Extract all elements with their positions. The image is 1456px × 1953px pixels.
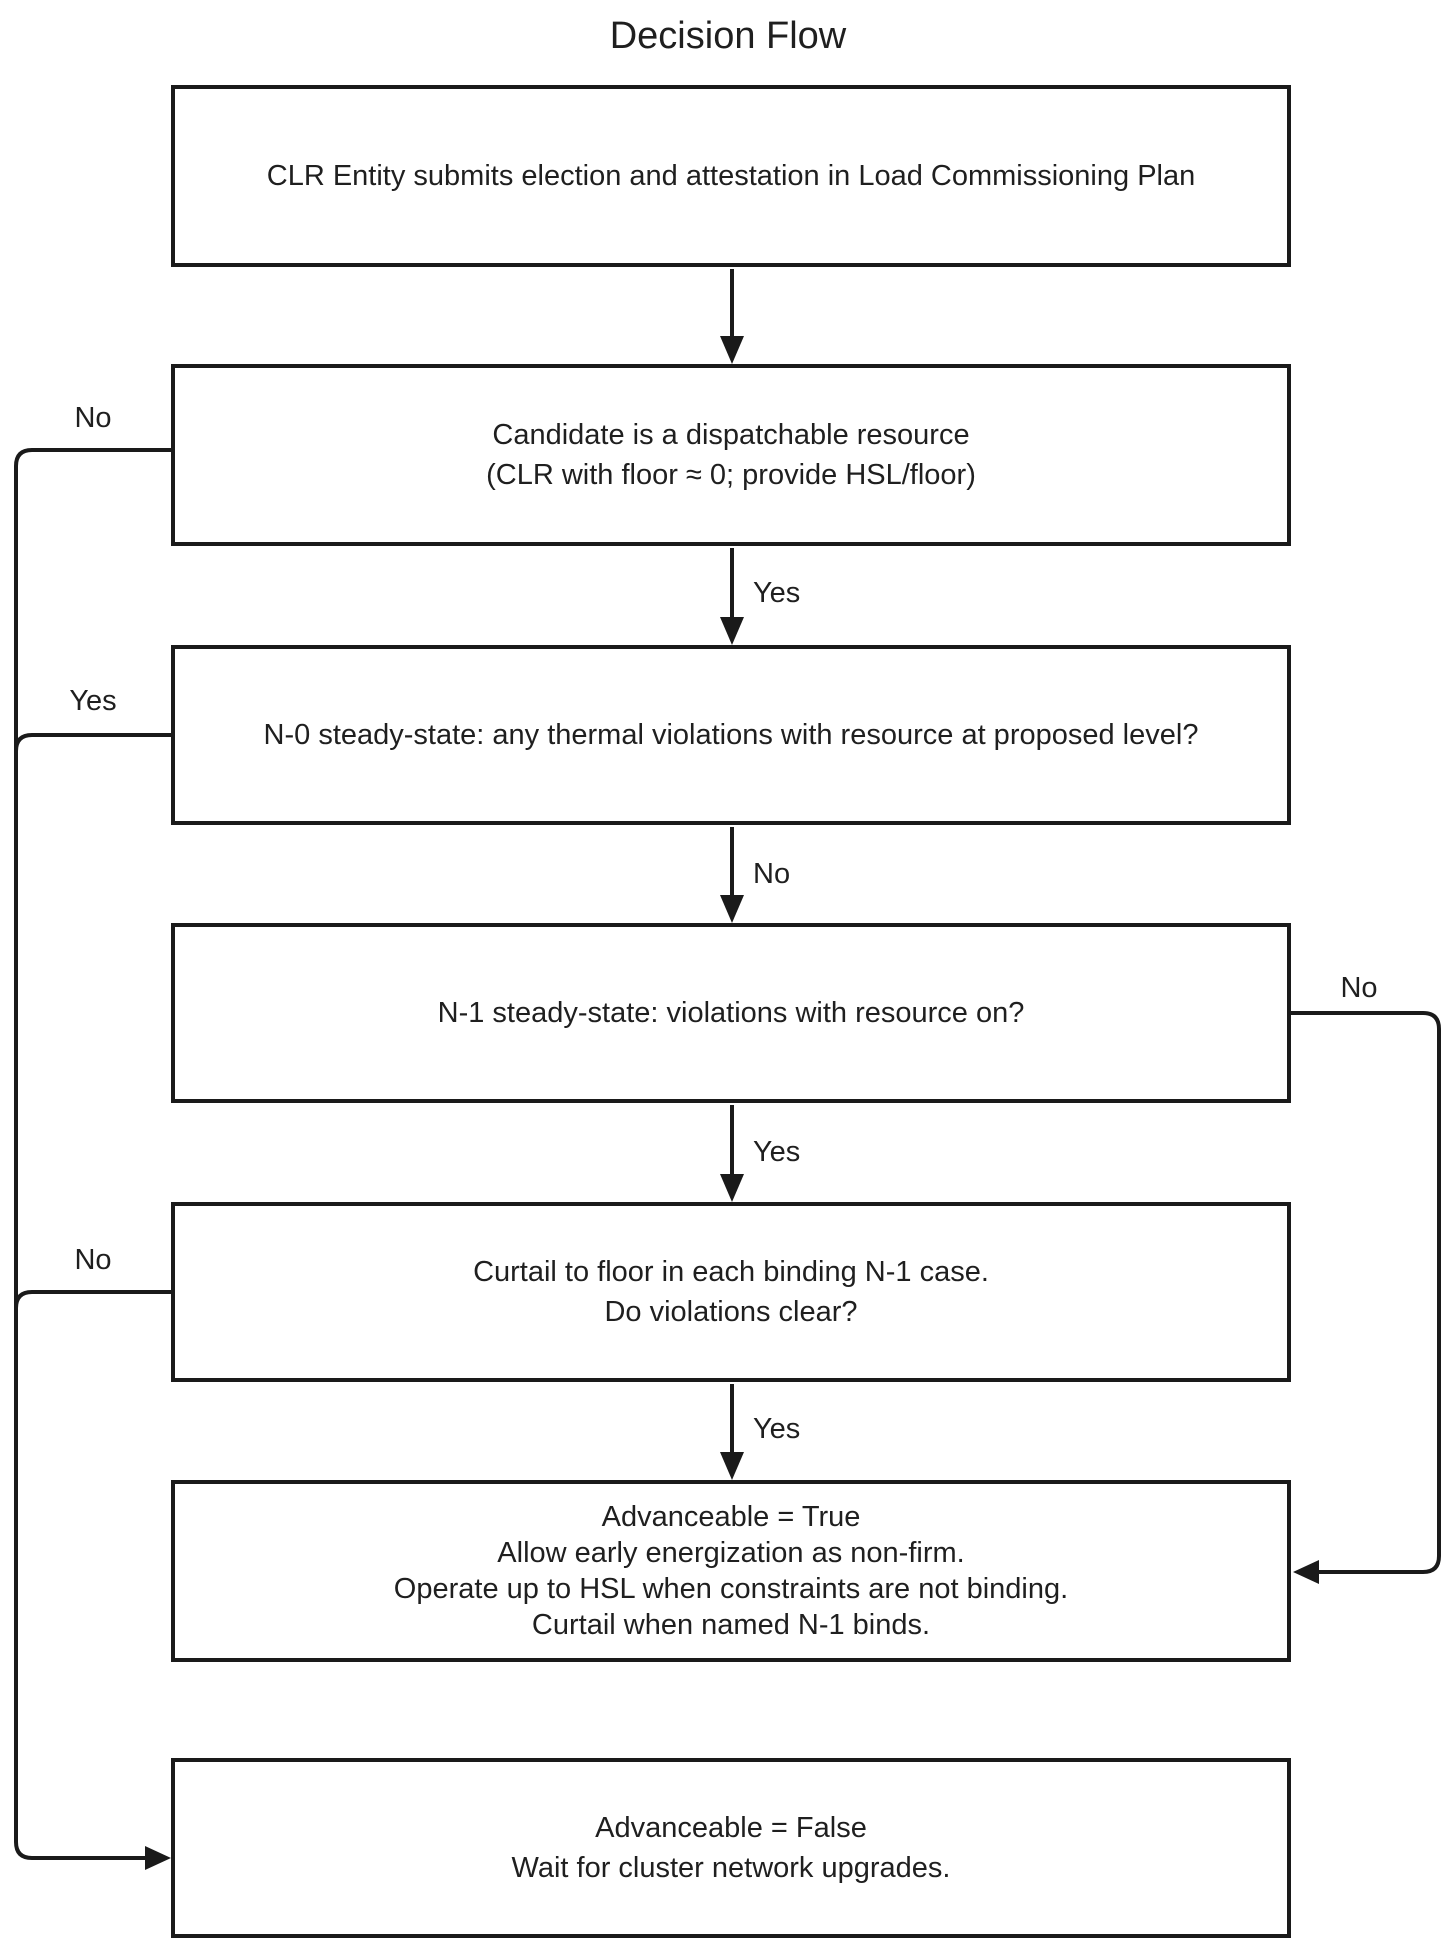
arrowhead-down-icon: [720, 895, 744, 923]
arrowhead-left-icon: [1293, 1560, 1319, 1584]
arrowhead-right-icon: [145, 1846, 171, 1870]
connector-curtail-no-merge: [14, 1290, 173, 1309]
node-advanceable-true: Advanceable = True Allow early energizat…: [171, 1480, 1291, 1662]
node-text-line: Curtail when named N-1 binds.: [531, 1609, 931, 1641]
arrowhead-down-icon: [720, 336, 744, 364]
diagram-title: Decision Flow: [609, 15, 847, 57]
node-n1-check: N-1 steady-state: violations with resour…: [171, 923, 1291, 1103]
edge-label-n1-yes: Yes: [753, 1136, 801, 1168]
node-text-line: CLR Entity submits election and attestat…: [266, 160, 1196, 192]
arrowhead-down-icon: [720, 1452, 744, 1480]
node-text-line: Allow early energization as non-firm.: [497, 1537, 965, 1569]
node-text-line: N-1 steady-state: violations with resour…: [437, 997, 1025, 1029]
edge-label-curtail-no: No: [74, 1244, 112, 1276]
node-advanceable-false: Advanceable = False Wait for cluster net…: [171, 1758, 1291, 1938]
node-text-line: Wait for cluster network upgrades.: [511, 1852, 951, 1884]
node-text-line: (CLR with floor ≈ 0; provide HSL/floor): [486, 459, 976, 491]
connector-right-rail: [1291, 1011, 1441, 1574]
node-dispatchable-check: Candidate is a dispatchable resource (CL…: [171, 364, 1291, 546]
edge-label-n1-no: No: [1340, 972, 1378, 1004]
edge-label-dispatchable-no: No: [74, 402, 112, 434]
edge-label-curtail-yes: Yes: [753, 1413, 801, 1445]
edge-label-n0-no: No: [753, 858, 791, 890]
arrowhead-down-icon: [720, 617, 744, 645]
node-text-line: Do violations clear?: [604, 1296, 858, 1328]
node-curtail-check: Curtail to floor in each binding N-1 cas…: [171, 1202, 1291, 1382]
node-submit: CLR Entity submits election and attestat…: [171, 85, 1291, 267]
node-text-line: N-0 steady-state: any thermal violations…: [263, 719, 1199, 751]
node-text-line: Advanceable = True: [601, 1501, 861, 1533]
edge-label-n0-yes: Yes: [69, 685, 117, 717]
node-text-line: Curtail to floor in each binding N-1 cas…: [473, 1256, 989, 1288]
connector-n0-yes-merge: [14, 733, 173, 752]
node-text-line: Advanceable = False: [595, 1812, 867, 1844]
node-text-line: Candidate is a dispatchable resource: [492, 419, 970, 451]
connector-left-rail: [14, 448, 173, 1860]
edge-label-dispatchable-yes: Yes: [753, 577, 801, 609]
arrowhead-down-icon: [720, 1174, 744, 1202]
node-n0-check: N-0 steady-state: any thermal violations…: [171, 645, 1291, 825]
node-text-line: Operate up to HSL when constraints are n…: [393, 1573, 1069, 1605]
